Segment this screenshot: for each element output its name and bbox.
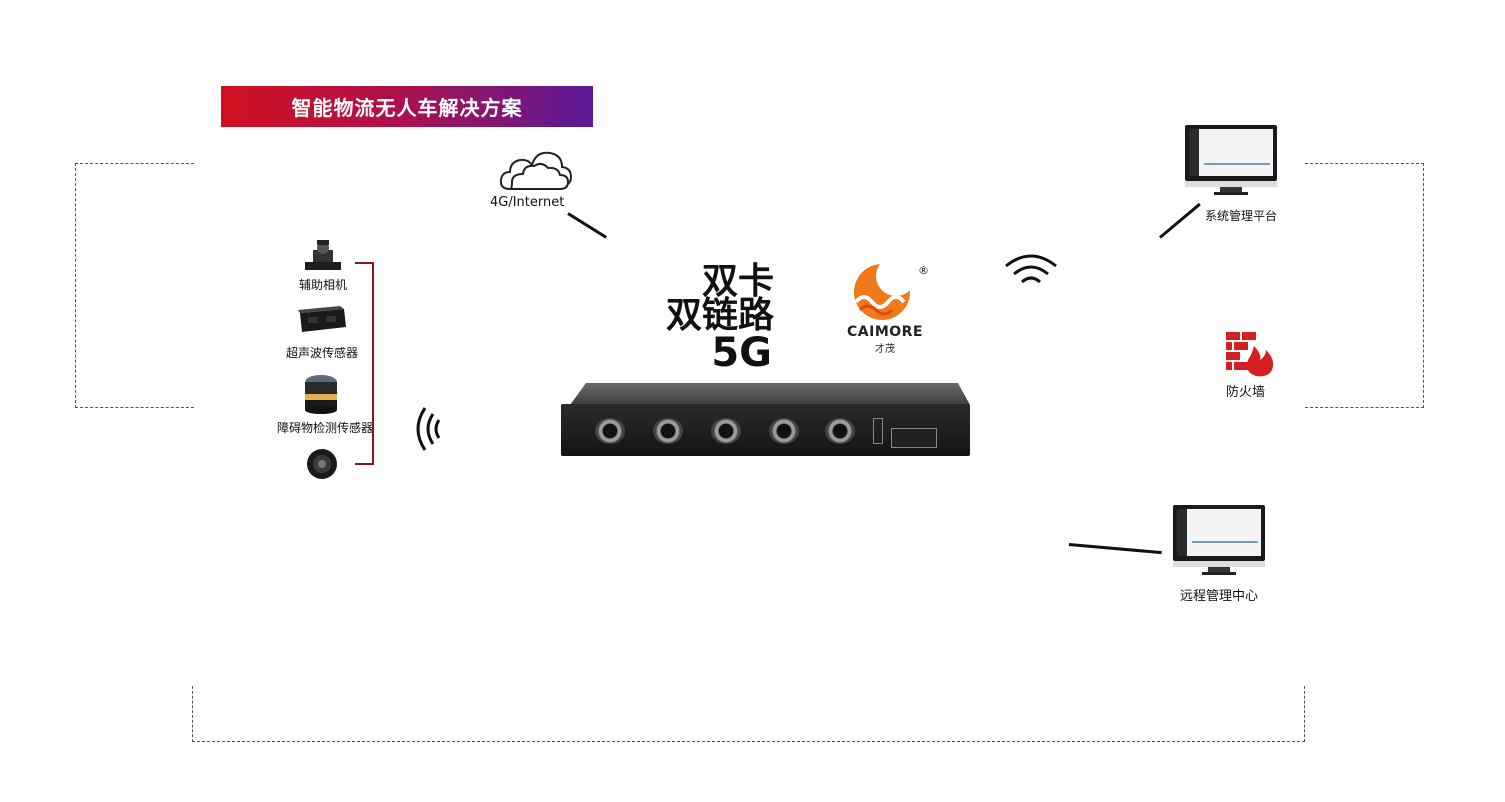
monitor-icon-system [1185,125,1277,195]
brand-subtitle: 才茂 [875,344,895,355]
sensor-bracket [355,262,374,465]
lens-camera-icon [307,449,337,479]
device-front-panel [561,404,970,456]
wireless-signal-icon-left [416,407,441,451]
camera-mount-icon [305,240,341,270]
obstacle-sensor-icon [305,375,337,414]
sensor-label-camera: 辅助相机 [298,278,347,292]
device-port-5 [825,418,855,444]
cloud-connector-line [567,212,607,239]
monitor-icon-remote [1173,505,1265,575]
system-platform-connector-line [1159,202,1201,239]
system-platform-label: 系统管理平台 [1205,209,1278,223]
brand-name: CAIMORE [847,324,923,340]
dashed-frame-bottom [192,686,1305,742]
product-title-line2: 双链路 [665,295,774,336]
caimore-logo-icon [854,262,916,320]
device-ethernet-ports [891,428,937,448]
product-title-line1: 双卡 [701,261,774,302]
page-title-banner: 智能物流无人车解决方案 [221,86,593,127]
product-title-line3: 5G [711,330,772,376]
sensor-label-ultrasonic: 超声波传感器 [285,346,358,360]
cloud-label: 4G/Internet [490,195,565,210]
device-port-3 [711,418,741,444]
firewall-label: 防火墙 [1226,385,1266,400]
device-port-4 [769,418,799,444]
dashed-frame-left [75,163,194,408]
ultrasonic-sensor-icon [298,306,346,332]
device-chassis-top [570,383,970,405]
device-sim-slot [873,418,883,444]
remote-center-connector-line [1068,543,1162,555]
firewall-icon [1226,332,1274,377]
dashed-frame-right [1305,163,1424,408]
registered-mark: ® [918,264,929,277]
sensor-label-obstacle: 障碍物检测传感器 [277,421,374,435]
remote-center-label: 远程管理中心 [1180,589,1259,604]
wifi-icon [1005,254,1057,284]
device-port-2 [653,418,683,444]
cloud-icon [499,151,573,190]
device-port-1 [595,418,625,444]
